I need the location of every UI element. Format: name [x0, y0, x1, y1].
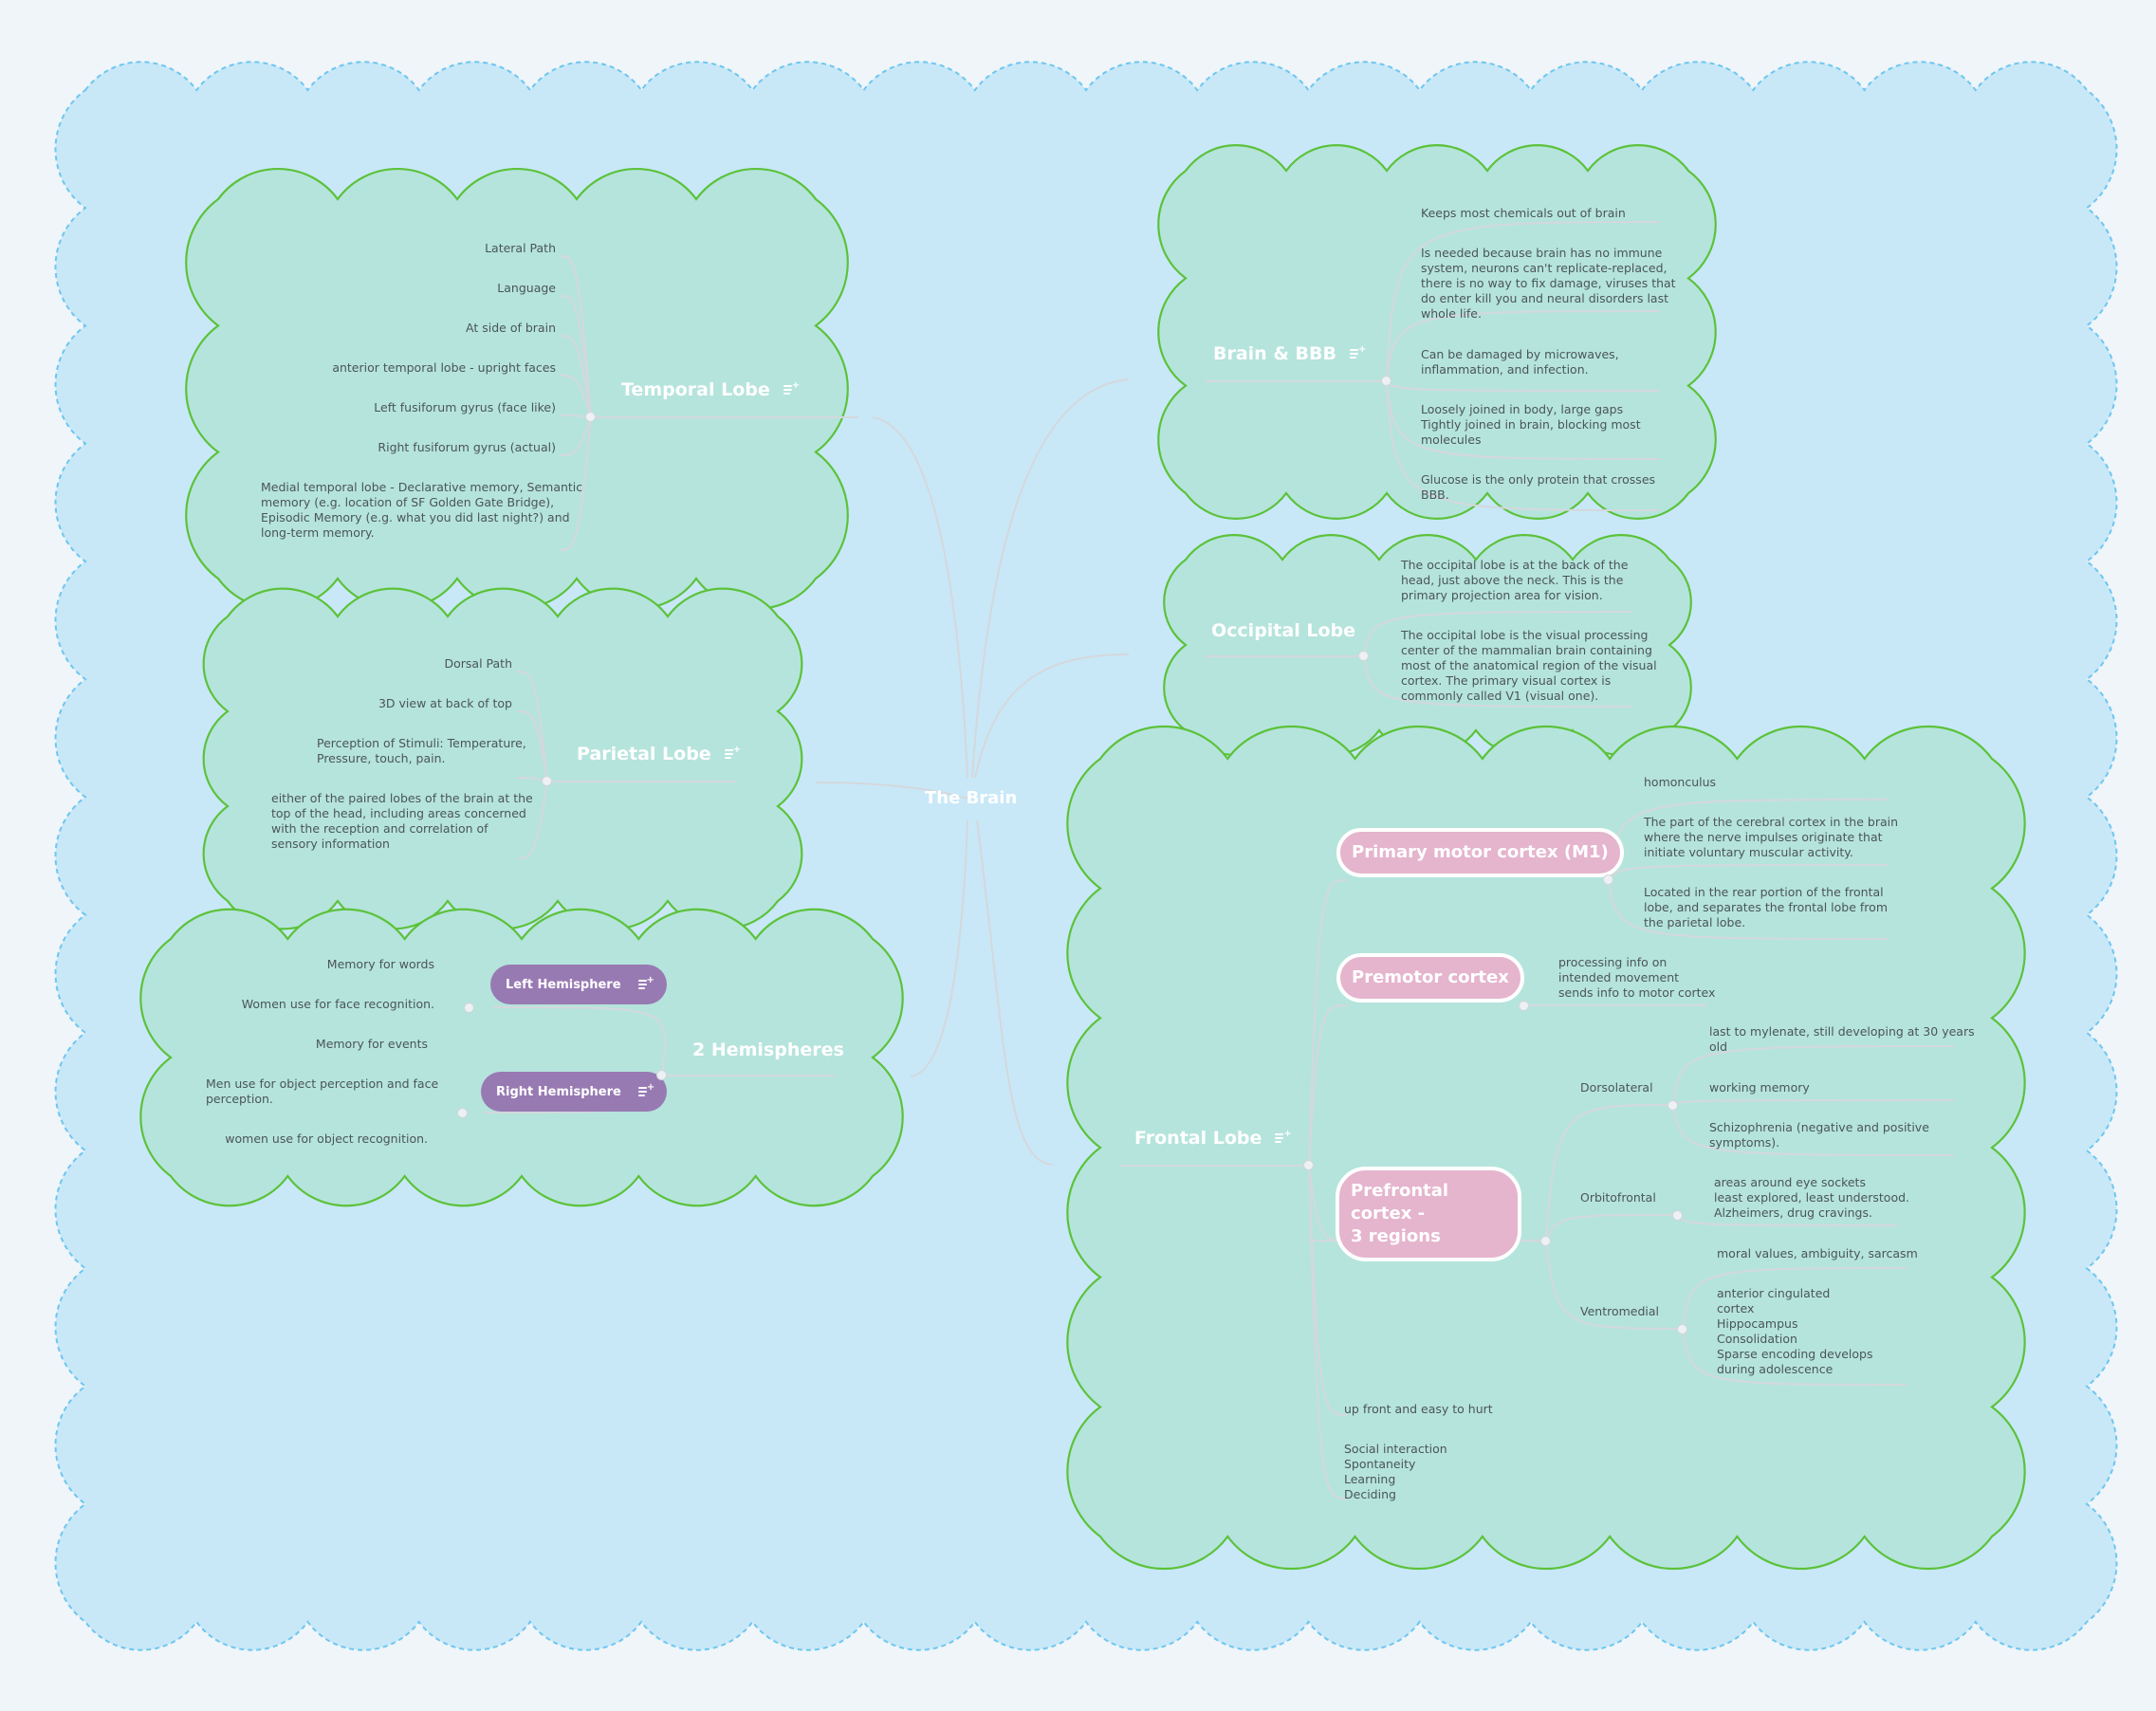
subtopic[interactable]: anterior temporal lobe - upright faces [332, 360, 556, 375]
subtopic[interactable]: Language [497, 281, 556, 295]
subtopic[interactable]: Right fusiforum gyrus (actual) [378, 440, 556, 454]
region-dorsolateral[interactable]: Dorsolateral [1580, 1080, 1653, 1095]
subtopic[interactable]: Is needed because brain has no immune sy… [1421, 246, 1676, 321]
subtopic[interactable]: Medial temporal lobe - Declarative memor… [261, 480, 583, 540]
premotor-cortex-node[interactable]: Premotor cortex [1336, 953, 1524, 1003]
junction-dot[interactable] [1540, 1236, 1551, 1246]
subtopic[interactable]: up front and easy to hurt [1344, 1402, 1493, 1416]
junction-dot[interactable] [656, 1070, 667, 1080]
subtopic[interactable]: Memory for events [315, 1037, 428, 1051]
right-hemisphere-node[interactable]: Right Hemisphere + [481, 1072, 667, 1112]
junction-dot[interactable] [542, 776, 552, 786]
subtopic[interactable]: At side of brain [466, 321, 556, 335]
subtopic[interactable]: Memory for words [326, 957, 434, 971]
topic-2-hemispheres[interactable]: 2 Hemispheres [692, 1039, 844, 1060]
subtopic[interactable]: Women use for face recognition. [241, 997, 434, 1011]
note-icon[interactable]: + [637, 1083, 654, 1097]
topic-label: 2 Hemispheres [692, 1039, 844, 1060]
junction-dot[interactable] [1519, 1001, 1529, 1011]
primary-motor-cortex-node[interactable]: Primary motor cortex (M1) [1336, 828, 1624, 877]
subtopic[interactable]: Schizophrenia (negative and positive sym… [1709, 1120, 1929, 1150]
subtopic[interactable]: Men use for object perception and face p… [206, 1076, 439, 1106]
junction-dot[interactable] [1358, 651, 1369, 661]
subtopic[interactable]: Can be damaged by microwaves, inflammati… [1421, 347, 1619, 377]
subtopic[interactable]: 3D view at back of top [378, 696, 512, 710]
subtopic[interactable]: The part of the cerebral cortex in the b… [1644, 815, 1899, 859]
subtopic[interactable]: last to mylenate, still developing at 30… [1709, 1024, 1975, 1054]
note-icon[interactable]: + [783, 381, 800, 396]
subtopic[interactable]: working memory [1709, 1080, 1810, 1095]
topic-label: Parietal Lobe [577, 744, 711, 764]
subtopic[interactable]: areas around eye sockets least explored,… [1714, 1175, 1910, 1220]
subtopic[interactable]: homonculus [1644, 775, 1717, 789]
note-icon[interactable]: + [637, 976, 654, 990]
subtopic[interactable]: Keeps most chemicals out of brain [1421, 206, 1626, 220]
node-label: Left Hemisphere [506, 977, 621, 992]
topic-label: Frontal Lobe [1134, 1128, 1262, 1149]
junction-dot[interactable] [1668, 1100, 1678, 1111]
subtopic[interactable]: moral values, ambiguity, sarcasm [1717, 1246, 1918, 1260]
junction-dot[interactable] [1303, 1160, 1314, 1170]
left-hemisphere-node[interactable]: Left Hemisphere + [490, 965, 667, 1004]
note-icon[interactable]: + [1349, 345, 1366, 359]
region-orbitofrontal[interactable]: Orbitofrontal [1580, 1190, 1656, 1205]
subtopic[interactable]: Glucose is the only protein that crosses… [1421, 472, 1656, 502]
subtopic[interactable]: Dorsal Path [444, 656, 513, 671]
subtopic[interactable]: The occipital lobe is the visual process… [1401, 628, 1657, 703]
note-icon[interactable]: + [1275, 1130, 1292, 1144]
junction-dot[interactable] [464, 1003, 474, 1013]
junction-dot[interactable] [1677, 1324, 1687, 1334]
topic-frontal-lobe[interactable]: Frontal Lobe + [1134, 1128, 1292, 1149]
junction-dot[interactable] [457, 1108, 468, 1118]
subtopic[interactable]: Left fusiforum gyrus (face like) [374, 400, 556, 414]
topic-brain-bbb[interactable]: Brain & BBB + [1213, 343, 1366, 364]
subtopic[interactable]: women use for object recognition. [225, 1131, 428, 1146]
topic-temporal-lobe[interactable]: Temporal Lobe + [621, 379, 800, 400]
subtopic[interactable]: Social interaction Spontaneity Learning … [1344, 1442, 1447, 1501]
subtopic[interactable]: Located in the rear portion of the front… [1644, 885, 1888, 929]
note-icon[interactable]: + [724, 745, 741, 760]
topic-label: Brain & BBB [1213, 343, 1336, 364]
prefrontal-cortex-node[interactable]: Prefrontal cortex - 3 regions [1336, 1167, 1521, 1261]
subtopic[interactable]: Lateral Path [485, 241, 556, 255]
junction-dot[interactable] [1603, 874, 1613, 885]
subtopic[interactable]: Perception of Stimuli: Temperature, Pres… [317, 736, 526, 765]
subtopic[interactable]: Loosely joined in body, large gaps Tight… [1421, 402, 1641, 447]
subtopic[interactable]: processing info on intended movement sen… [1558, 955, 1716, 1000]
subtopic[interactable]: either of the paired lobes of the brain … [271, 791, 533, 851]
region-ventromedial[interactable]: Ventromedial [1580, 1304, 1660, 1318]
subtopic[interactable]: anterior cingulated cortex Hippocampus C… [1717, 1286, 1873, 1376]
node-label: Right Hemisphere [496, 1084, 621, 1099]
junction-dot[interactable] [1672, 1210, 1683, 1221]
junction-dot[interactable] [1381, 376, 1391, 386]
junction-dot[interactable] [585, 412, 596, 422]
topic-label: Occipital Lobe [1211, 620, 1355, 641]
subtopic[interactable]: The occipital lobe is at the back of the… [1401, 558, 1629, 602]
topic-occipital-lobe[interactable]: Occipital Lobe [1211, 620, 1355, 641]
central-topic[interactable]: The Brain [925, 788, 1018, 808]
topic-label: Temporal Lobe [621, 379, 770, 400]
topic-parietal-lobe[interactable]: Parietal Lobe + [577, 744, 741, 764]
